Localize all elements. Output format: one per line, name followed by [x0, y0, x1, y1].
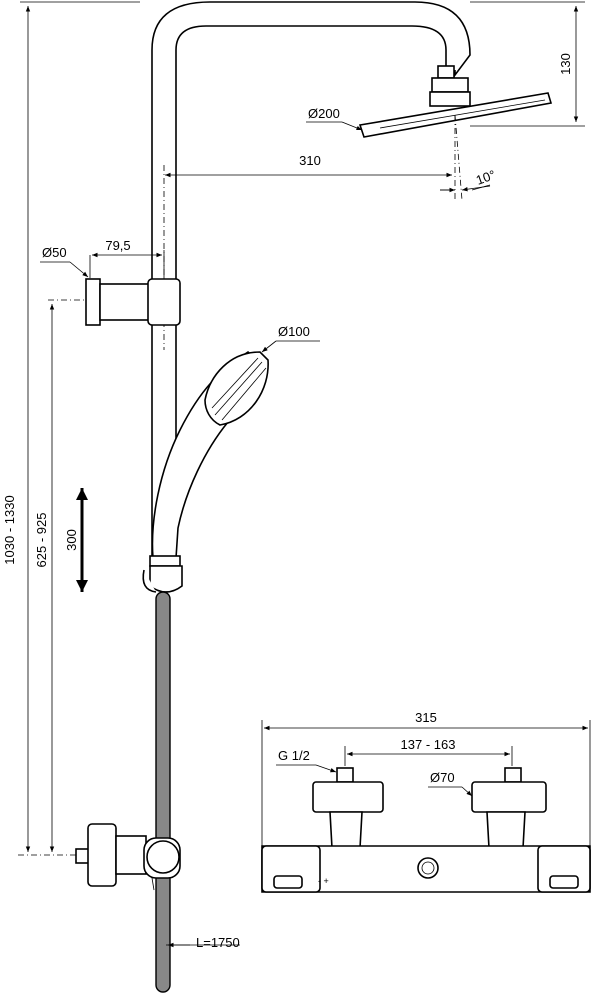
dim-slide-travel: 300 [64, 488, 88, 592]
dim-thread: G 1/2 [276, 748, 337, 773]
dim-head-diameter: Ø200 [306, 106, 363, 131]
mixer-side-view [75, 823, 181, 891]
dim-arm-length: 310 [165, 153, 452, 178]
dim-inlet-spacing-label: 137 - 163 [401, 737, 456, 752]
dim-holder-offset-label: 79,5 [105, 238, 130, 253]
dim-mixer-width-label: 315 [415, 710, 437, 725]
dim-inlet-spacing: 137 - 163 [344, 737, 513, 766]
dim-hand-diameter: Ø100 [261, 324, 320, 353]
dim-overall-height-label: 1030 - 1330 [2, 495, 17, 564]
dim-arm-length-label: 310 [299, 153, 321, 168]
overhead-shower-head [358, 65, 553, 201]
dim-holder-diameter: Ø50 [40, 245, 89, 278]
dim-mixer-width: 315 [261, 710, 591, 846]
dim-hand-diameter-label: Ø100 [278, 324, 310, 339]
dim-hose-length-label: L=1750 [196, 935, 240, 950]
dim-flange-diameter-label: Ø70 [430, 770, 455, 785]
wall-holder [48, 278, 181, 326]
dim-flange-diameter: Ø70 [428, 770, 473, 797]
dim-slide-travel-label: 300 [64, 529, 79, 551]
dim-inlet-height-label: 625 - 925 [34, 513, 49, 568]
dim-top-height-label: 130 [558, 53, 573, 75]
dim-top-height: 130 [470, 1, 585, 127]
dim-holder-offset: 79,5 [89, 238, 165, 278]
dim-overall-height: 1030 - 1330 [2, 1, 140, 852]
dim-tilt-angle-label: 10° [474, 167, 498, 188]
slider-and-hose [142, 565, 183, 993]
hand-shower [149, 350, 269, 567]
dim-hose-length: L=1750 [166, 935, 240, 950]
dim-inlet-height: 625 - 925 [18, 304, 76, 856]
dim-tilt-angle: 10° [440, 167, 498, 193]
riser-pipe [151, 1, 471, 565]
hot-cold-symbol: - + [318, 876, 329, 886]
dim-thread-label: G 1/2 [278, 748, 310, 763]
mixer-front-view: - + [261, 767, 591, 893]
dim-head-diameter-label: Ø200 [308, 106, 340, 121]
dim-holder-diameter-label: Ø50 [42, 245, 67, 260]
